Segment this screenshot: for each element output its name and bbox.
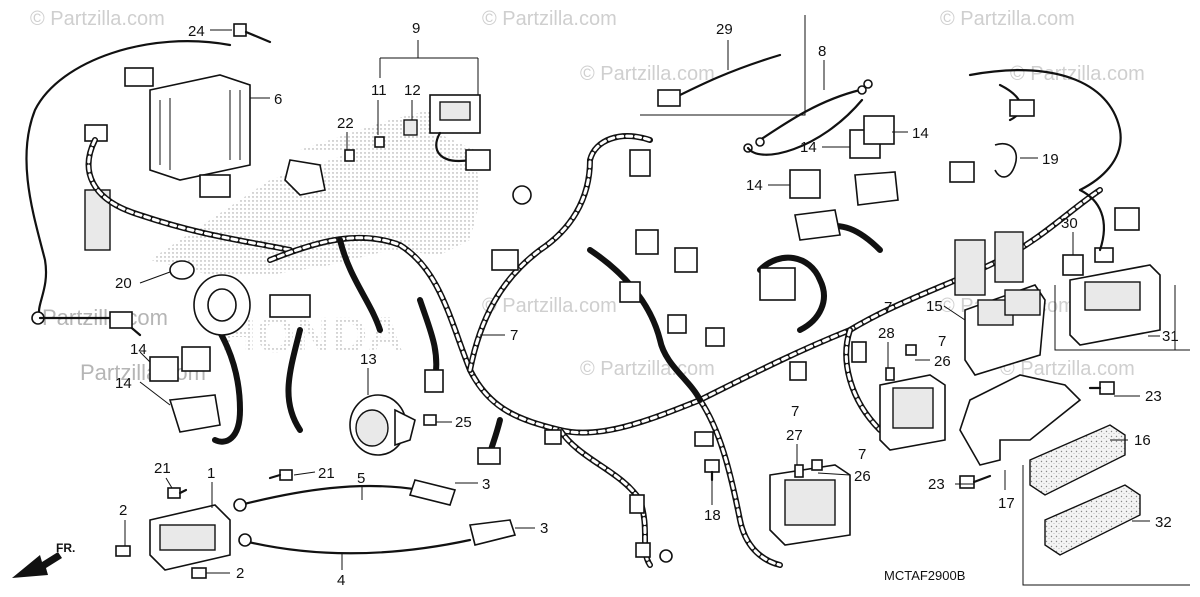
watermark-text: © Partzilla.com xyxy=(30,8,165,30)
watermark-text: © Partzilla.com xyxy=(1000,358,1135,380)
callout-26: 26 xyxy=(934,353,951,370)
callout-4: 4 xyxy=(337,572,345,589)
callout-26: 26 xyxy=(854,468,871,485)
ignition-coil xyxy=(115,469,517,579)
upper-right-harness xyxy=(949,69,1140,296)
callout-13: 13 xyxy=(360,351,377,368)
switch-unit xyxy=(344,94,491,171)
fuse-boxes xyxy=(769,344,946,546)
left-harness xyxy=(25,40,293,337)
meter-sensor xyxy=(193,159,326,336)
callout-17: 17 xyxy=(998,495,1015,512)
watermark-text: © Partzilla.com xyxy=(1010,63,1145,85)
callout-14: 14 xyxy=(912,125,929,142)
callout-3: 3 xyxy=(540,520,548,537)
watermark-text: © Partzilla.com xyxy=(940,8,1075,30)
callout-3: 3 xyxy=(482,476,490,493)
callout-25: 25 xyxy=(455,414,472,431)
callout-14: 14 xyxy=(115,375,132,392)
control-module xyxy=(1069,264,1161,346)
callout-31: 31 xyxy=(1162,328,1179,345)
callout-5: 5 xyxy=(357,470,365,487)
group-frames xyxy=(640,15,1190,586)
callout-18: 18 xyxy=(704,507,721,524)
callout-8: 8 xyxy=(818,43,826,60)
watermark-text: © Partzilla.com xyxy=(580,358,715,380)
front-indicator-label: FR. xyxy=(56,541,75,555)
diagram-code: MCTAF2900B xyxy=(884,568,965,583)
ecu-unit xyxy=(964,284,1046,376)
callout-30: 30 xyxy=(1061,215,1078,232)
callout-7: 7 xyxy=(510,327,518,344)
connector xyxy=(109,311,133,329)
small-relay xyxy=(1062,254,1084,276)
callout-12: 12 xyxy=(404,82,421,99)
callout-27: 27 xyxy=(786,427,803,444)
connector xyxy=(124,67,154,87)
callout-21: 21 xyxy=(154,460,171,477)
callout-1: 1 xyxy=(207,465,215,482)
callout-14: 14 xyxy=(800,139,817,156)
callout-11: 11 xyxy=(371,82,387,99)
regulator-rectifier xyxy=(124,67,251,198)
watermark-text: © Partzilla.com xyxy=(482,295,617,317)
callout-23: 23 xyxy=(928,476,945,493)
callout-15: 15 xyxy=(926,298,943,315)
callout-19: 19 xyxy=(1042,151,1059,168)
sub-cables xyxy=(657,53,873,156)
callouts: 24 6 9 11 12 22 20 14 14 13 25 7 29 8 14… xyxy=(115,20,1179,589)
case-32 xyxy=(1044,484,1141,556)
callout-7: 7 xyxy=(884,299,892,316)
bolt xyxy=(233,23,272,44)
callout-16: 16 xyxy=(1134,432,1151,449)
relays-left xyxy=(149,346,221,433)
callout-14: 14 xyxy=(130,341,147,358)
harness-connectors xyxy=(269,149,867,563)
callout-2: 2 xyxy=(119,502,127,519)
leader-lines xyxy=(124,29,1160,574)
callout-28: 28 xyxy=(878,325,895,342)
connector xyxy=(199,174,231,198)
bolt xyxy=(704,459,720,482)
callout-21: 21 xyxy=(318,465,335,482)
clip xyxy=(169,260,195,280)
callout-14: 14 xyxy=(746,177,763,194)
watermark-text: © Partzilla.com xyxy=(482,8,617,30)
horn xyxy=(349,394,437,456)
callout-29: 29 xyxy=(716,21,733,38)
callout-24: 24 xyxy=(188,23,205,40)
callout-32: 32 xyxy=(1155,514,1172,531)
callout-22: 22 xyxy=(337,115,354,132)
callout-9: 9 xyxy=(412,20,420,37)
callout-6: 6 xyxy=(274,91,282,108)
bracket xyxy=(959,374,1115,489)
front-arrow-icon: FR. xyxy=(12,541,75,578)
callout-7: 7 xyxy=(791,403,799,420)
relays-right xyxy=(789,115,899,241)
cover-16 xyxy=(1029,424,1126,496)
callout-7: 7 xyxy=(858,446,866,463)
callout-7: 7 xyxy=(938,333,946,350)
callout-20: 20 xyxy=(115,275,132,292)
callout-23: 23 xyxy=(1145,388,1162,405)
watermark-text: © Partzilla.com xyxy=(580,63,715,85)
callout-2: 2 xyxy=(236,565,244,582)
